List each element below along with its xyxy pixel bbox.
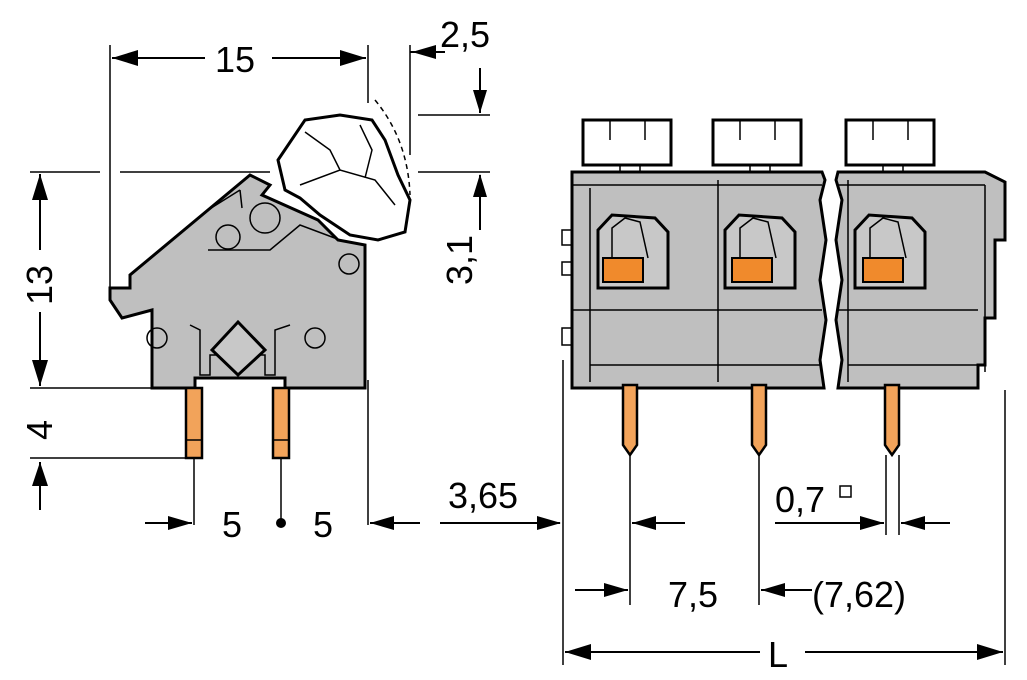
side-circle-3 (338, 253, 360, 275)
front-lever-detail (609, 120, 909, 172)
front-lever-1 (581, 118, 673, 167)
front-housing-lines (561, 180, 986, 382)
front-pins (621, 383, 901, 458)
dim-7-5-label: 7,5 (668, 574, 718, 615)
square-pin-icon (839, 485, 852, 498)
front-lever-2 (711, 118, 803, 167)
dim-13-arrows (32, 174, 48, 386)
clamp-orange-3 (862, 257, 904, 283)
dim-3-65-label: 3,65 (448, 475, 518, 516)
dim-7-62-label: (7,62) (812, 574, 906, 615)
side-circle-1 (215, 224, 241, 250)
side-inner-lines (189, 189, 341, 376)
dim-2-5-line (410, 51, 481, 113)
side-circle-4 (146, 327, 168, 349)
dim-0-7-label: 0,7 (775, 479, 825, 520)
front-clamps (596, 213, 927, 290)
dim-3-1-label: 3,1 (439, 235, 480, 285)
front-view: 3,65 0,7 7,5 (7,62) L (440, 118, 1007, 675)
side-circle-2 (249, 202, 281, 234)
front-pin-3 (883, 383, 901, 458)
dim-2-5-arrows (412, 45, 487, 113)
side-lever-detail (299, 124, 396, 206)
dim-3-1-arrow (473, 174, 487, 197)
side-lever (276, 113, 412, 242)
side-diamond (209, 319, 268, 378)
dim-L-label: L (768, 634, 788, 675)
clamp-orange-2 (731, 257, 773, 283)
dim-5-right-label: 5 (313, 504, 333, 545)
dim-15-arrows (112, 50, 366, 66)
side-ext-lines (30, 45, 490, 525)
clamp-details (611, 217, 907, 259)
clamp-orange-1 (602, 257, 644, 283)
dim-0-7-arrows (860, 516, 925, 530)
dim-15-label: 15 (215, 39, 255, 80)
side-pin-left (184, 386, 204, 460)
dim-13-label: 13 (19, 265, 60, 305)
front-housing-notch (985, 239, 1005, 319)
side-view: 15 2,5 3,1 13 4 5 5 (19, 14, 490, 545)
front-ext-lines (562, 360, 1006, 665)
dim-4-arrow (32, 462, 48, 486)
dim-5-left-label: 5 (222, 504, 242, 545)
dim-4-label: 4 (19, 420, 60, 440)
dim-3-65-arrows (537, 516, 656, 530)
side-lever-arc (374, 99, 411, 196)
side-circle-5 (304, 327, 326, 349)
front-pin-1 (621, 383, 639, 458)
front-pin-2 (750, 383, 768, 458)
side-pin-right (271, 386, 291, 460)
dim-5-center-dot (276, 518, 286, 528)
dim-2-5-label: 2,5 (440, 14, 490, 55)
front-lever-3 (844, 118, 936, 167)
front-lever-tabs (581, 118, 936, 172)
